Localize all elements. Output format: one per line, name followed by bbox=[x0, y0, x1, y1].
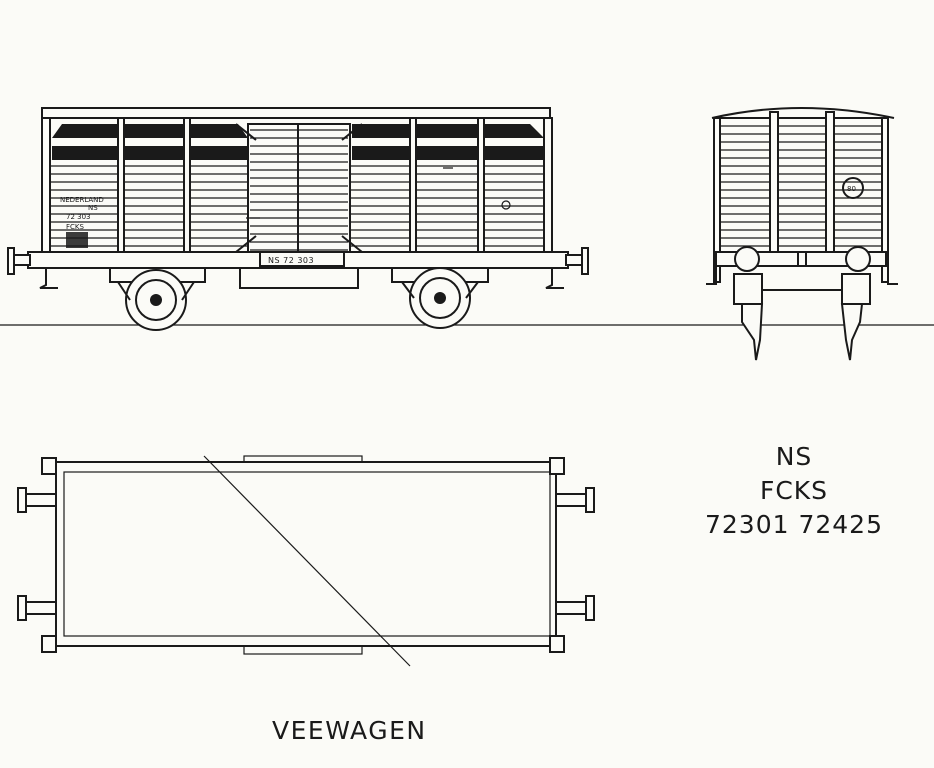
lettering-railway: NS bbox=[88, 204, 98, 212]
side-stanchions bbox=[117, 117, 485, 267]
end-buffer-left bbox=[734, 246, 760, 272]
handle-mark bbox=[246, 167, 453, 219]
plan-body bbox=[63, 471, 551, 637]
end-step-right bbox=[887, 266, 898, 285]
side-roof bbox=[41, 107, 551, 119]
side-planks bbox=[50, 129, 544, 251]
plan-view bbox=[17, 455, 595, 667]
designation-type-code: FCKS bbox=[759, 476, 829, 505]
designation-numbers: 72301 72425 bbox=[704, 510, 883, 539]
side-view: NEDERLAND NS 72 303 FCKS NS 72 303 bbox=[7, 107, 589, 331]
end-view: 80 bbox=[706, 107, 898, 361]
plan-section-line bbox=[203, 455, 411, 667]
lettering-type: FCKS bbox=[66, 223, 85, 231]
corner-post-left bbox=[41, 117, 51, 269]
side-lettering: NEDERLAND NS 72 303 FCKS bbox=[60, 196, 104, 248]
end-roof bbox=[711, 107, 895, 119]
plan-buffers-right bbox=[555, 487, 595, 621]
number-plate-frame bbox=[259, 251, 345, 267]
coupling-hook bbox=[797, 251, 807, 267]
designation-railway: NS bbox=[775, 442, 813, 471]
side-marker bbox=[501, 200, 511, 210]
load-mark-circle bbox=[842, 177, 864, 199]
load-mark: 80 bbox=[847, 185, 856, 193]
wheelset-left bbox=[109, 268, 206, 331]
wheelset-right bbox=[391, 267, 489, 329]
brake-box bbox=[239, 267, 359, 289]
lettering-panel bbox=[66, 232, 88, 248]
end-wheels bbox=[741, 303, 864, 361]
number-plate: NS 72 303 bbox=[268, 256, 314, 265]
end-axleboxes bbox=[733, 273, 871, 305]
end-planks bbox=[716, 125, 886, 247]
lettering-number: 72 303 bbox=[66, 213, 91, 221]
buffer-left bbox=[7, 247, 31, 275]
door-braces bbox=[235, 123, 363, 253]
end-step-left bbox=[706, 266, 717, 285]
plan-corners bbox=[41, 457, 565, 653]
lettering-country: NEDERLAND bbox=[60, 196, 104, 204]
plan-buffers-left bbox=[17, 487, 57, 621]
step-right bbox=[545, 268, 564, 289]
wagon-designation: NS FCKS 72301 72425 bbox=[694, 440, 894, 542]
step-left bbox=[39, 268, 58, 289]
vent-openings-right bbox=[352, 124, 544, 160]
buffer-right bbox=[565, 247, 589, 275]
plan-underframe bbox=[55, 461, 557, 647]
vent-openings-left bbox=[52, 124, 248, 160]
corner-post-right bbox=[543, 117, 553, 269]
drawing-caption: VEEWAGEN bbox=[272, 716, 427, 745]
plan-step-top bbox=[243, 455, 363, 463]
plan-step-bottom bbox=[243, 645, 363, 655]
end-buffer-right bbox=[845, 246, 871, 272]
